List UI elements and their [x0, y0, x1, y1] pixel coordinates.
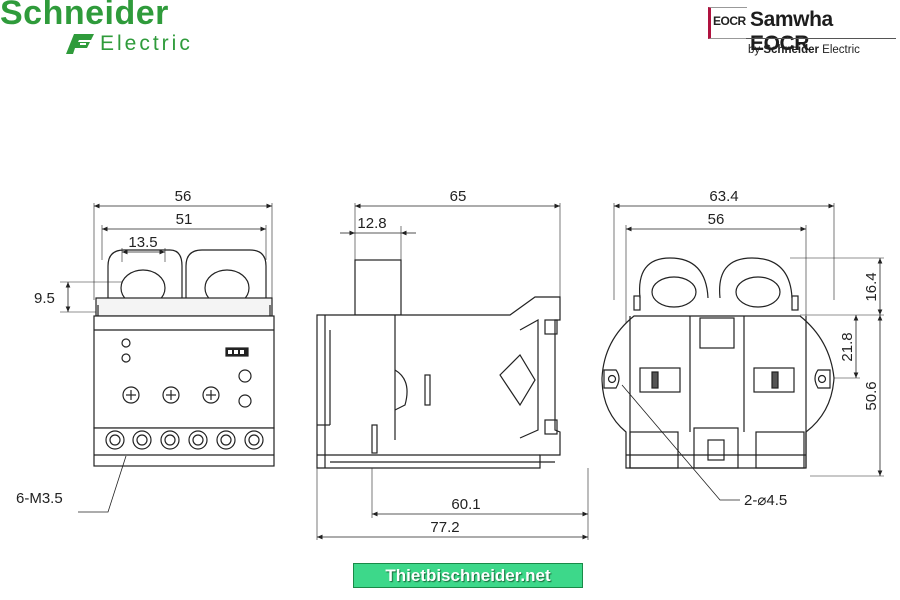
- logo-wordmark: Schneider: [0, 0, 169, 32]
- dim-rear-mid-height: 21.8: [839, 332, 856, 361]
- dim-front-terminal-width: 51: [176, 211, 193, 228]
- eocr-badge: EOCR: [708, 7, 747, 39]
- samwha-brand: Samwha EOCR: [750, 8, 833, 55]
- samwha-eocr-logo: EOCR Samwha EOCR by Schneider Electric: [706, 4, 896, 64]
- life-is-on-icon: [66, 34, 94, 54]
- potentiometer: [202, 386, 220, 404]
- dim-rear-total-height: 50.6: [863, 381, 880, 410]
- dim-side-top-offset: 12.8: [357, 215, 386, 232]
- front-view: [60, 203, 275, 513]
- terminal-screws: [105, 430, 264, 450]
- byline: by Schneider Electric: [748, 44, 860, 56]
- potentiometer: [162, 386, 180, 404]
- dim-front-overall-width: 56: [175, 188, 192, 205]
- side-view: [316, 203, 589, 540]
- dim-side-base-depth: 60.1: [451, 496, 480, 513]
- logo-subtext: Electric: [100, 32, 193, 55]
- dim-screw-callout: 6-M3.5: [16, 490, 63, 507]
- dim-rear-overall-width: 63.4: [709, 188, 738, 205]
- dim-rear-hole-spacing: 56: [708, 211, 725, 228]
- schneider-electric-logo: Schneider Electric: [0, 0, 260, 62]
- dim-side-depth: 65: [450, 188, 467, 205]
- potentiometer: [122, 386, 140, 404]
- website-banner: Thietbischneider.net: [353, 563, 583, 588]
- dim-front-hole-height: 9.5: [34, 290, 55, 307]
- rear-view: [601, 203, 884, 501]
- dim-side-overall-depth: 77.2: [430, 519, 459, 536]
- dim-rear-top-height: 16.4: [863, 272, 880, 301]
- dim-mount-holes: 2-⌀4.5: [744, 492, 787, 509]
- eocr-badge-text: EOCR: [713, 14, 746, 28]
- dim-front-hole-width: 13.5: [128, 234, 157, 251]
- logo-divider: [746, 38, 896, 39]
